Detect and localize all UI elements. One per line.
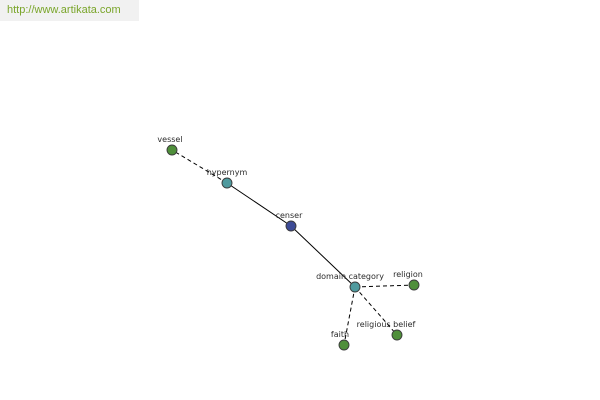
edge-censer-domain_category <box>290 225 356 288</box>
node-dot[interactable] <box>408 279 420 291</box>
edge-hypernym-vessel <box>171 149 228 184</box>
node-religious-belief[interactable]: religious belief <box>357 320 416 341</box>
node-dot[interactable] <box>221 177 233 189</box>
node-censer[interactable]: censer <box>276 211 303 232</box>
edge-domain_category-religion <box>354 284 415 288</box>
site-url-banner[interactable]: http://www.artikata.com <box>0 0 139 21</box>
node-dot[interactable] <box>338 339 350 351</box>
node-faith[interactable]: faith <box>331 330 350 351</box>
node-label[interactable]: censer <box>276 211 303 220</box>
node-label[interactable]: religious belief <box>357 320 416 329</box>
node-domain-category[interactable]: domain category <box>316 272 384 293</box>
node-dot[interactable] <box>391 329 403 341</box>
node-label[interactable]: hypernym <box>207 168 248 177</box>
edge-domain_category-faith <box>343 286 356 346</box>
node-label[interactable]: religion <box>393 270 423 279</box>
node-label[interactable]: domain category <box>316 272 384 281</box>
node-label[interactable]: vessel <box>157 135 182 144</box>
node-dot[interactable] <box>285 220 297 232</box>
node-dot[interactable] <box>166 144 178 156</box>
edge-censer-hypernym <box>226 182 292 227</box>
nodes-layer: vessel hypernym censer domain category relig… <box>157 135 423 351</box>
edge-domain_category-religious_belief <box>354 286 398 336</box>
node-vessel[interactable]: vessel <box>157 135 183 156</box>
node-hypernym[interactable]: hypernym <box>207 168 248 189</box>
node-religion[interactable]: religion <box>393 270 423 291</box>
node-label[interactable]: faith <box>331 330 349 339</box>
edges-layer <box>171 149 415 346</box>
node-dot[interactable] <box>349 281 361 293</box>
